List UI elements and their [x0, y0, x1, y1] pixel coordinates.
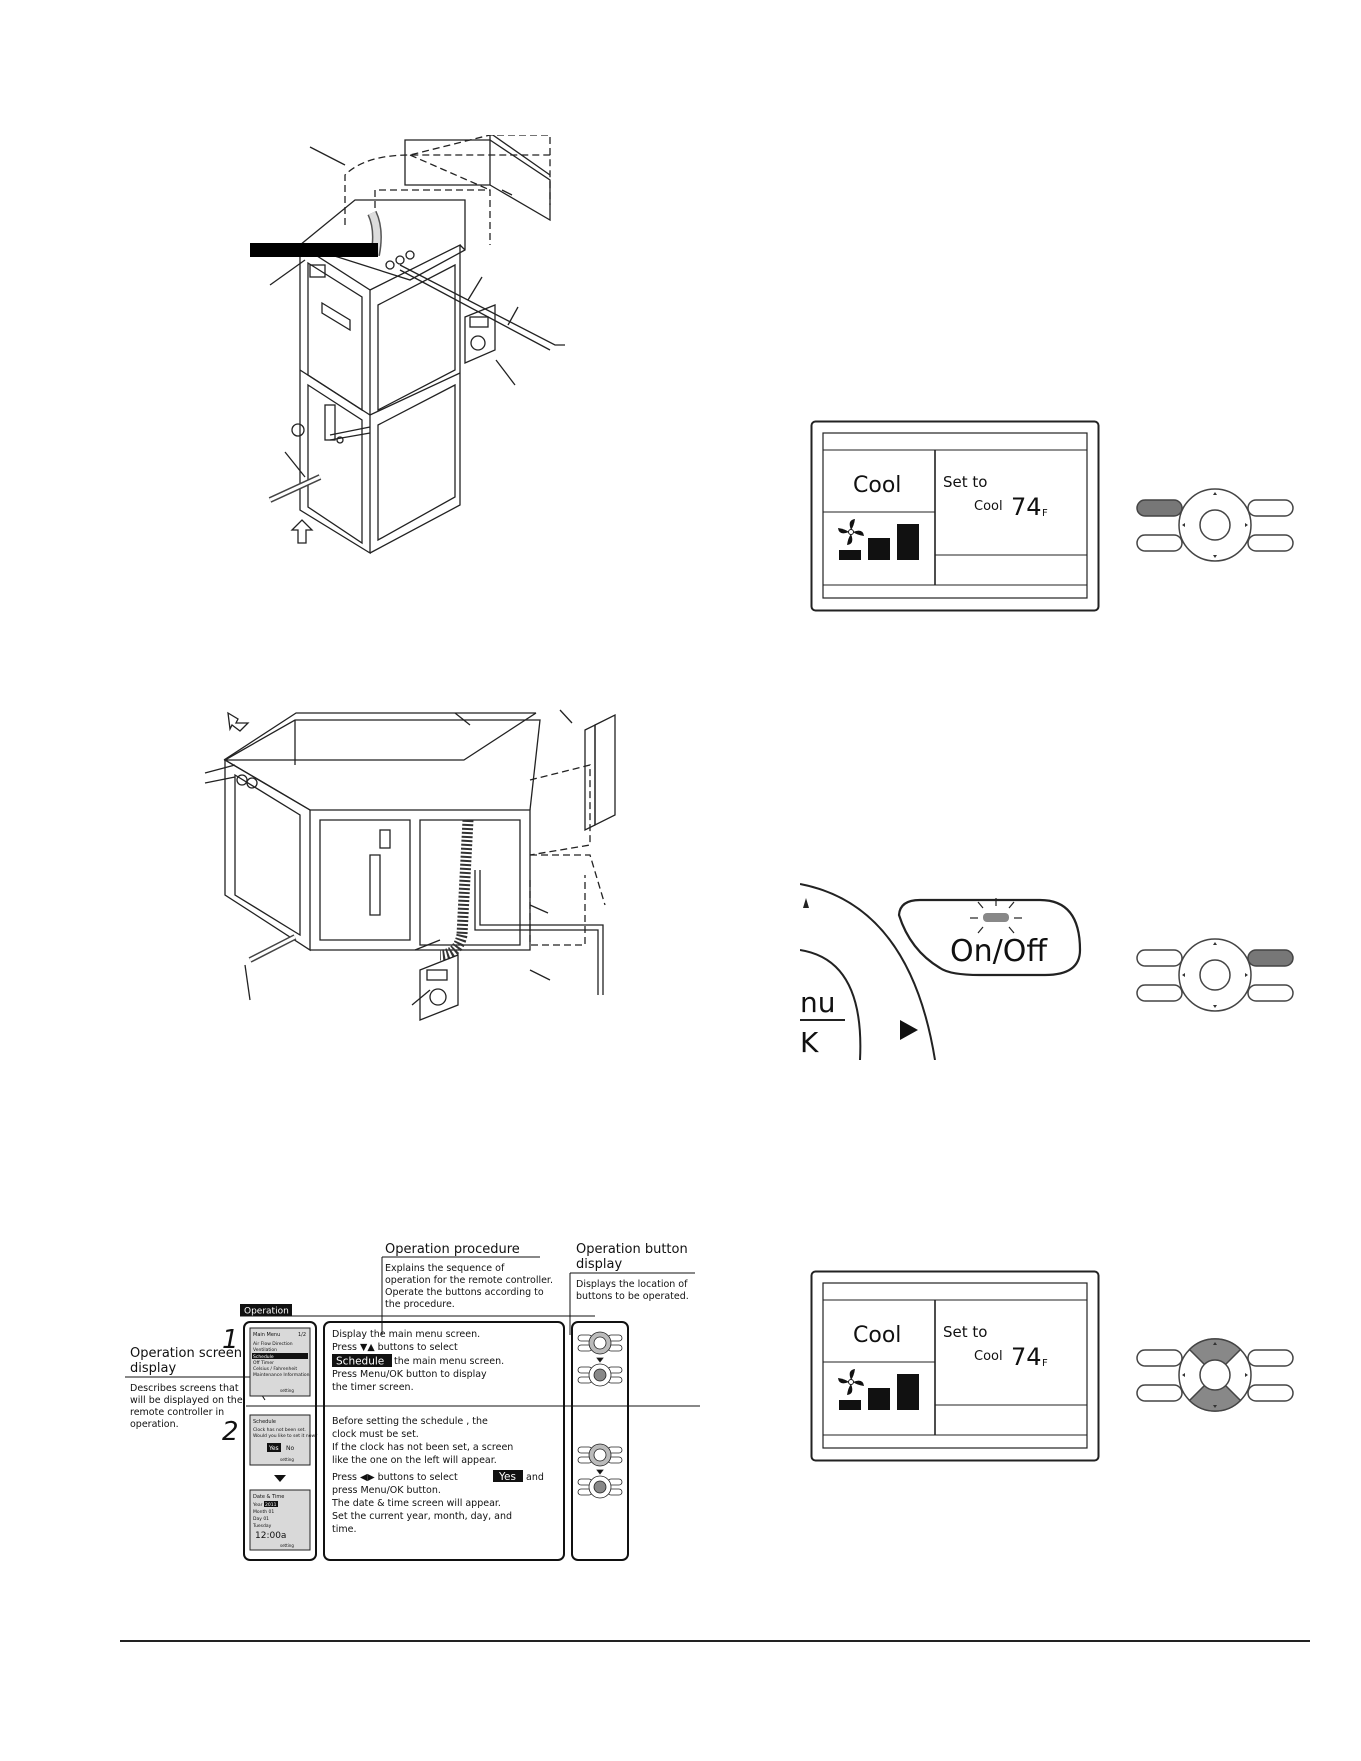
menu-label-partial: nu [800, 986, 836, 1019]
svg-text:setting: setting [280, 1388, 294, 1393]
fan-icon [838, 519, 864, 545]
proc-desc-3: the procedure. [385, 1299, 455, 1310]
lcd-top-mode: Cool [853, 473, 901, 498]
svg-text:No: No [286, 1445, 294, 1452]
svg-text:If the clock has not been set,: If the clock has not been set, a screen [332, 1442, 513, 1453]
lcd-bottom-unit: F [1042, 1358, 1048, 1369]
step1-number: 1 [222, 1325, 239, 1355]
svg-text:Day 01: Day 01 [253, 1516, 269, 1522]
lcd-bottom-mode: Cool [853, 1323, 901, 1348]
svg-text:press Menu/OK button.: press Menu/OK button. [332, 1485, 441, 1496]
svg-text:setting: setting [280, 1543, 294, 1548]
onoff-closeup-illustration: On/Off nu K [800, 883, 1082, 1060]
footer-rule [120, 1640, 1310, 1642]
svg-text:Air Flow Direction: Air Flow Direction [253, 1341, 293, 1347]
svg-text:Press ◀▶ buttons to select: Press ◀▶ buttons to select [332, 1472, 458, 1483]
keypad-diagram-bottom [1136, 1338, 1294, 1412]
svg-text:Yes: Yes [268, 1445, 279, 1452]
operation-guide-figure: Operation procedure Explains the sequenc… [125, 1242, 700, 1561]
air-handler-vertical-illustration [250, 135, 565, 555]
svg-text:Would you like to set it now?: Would you like to set it now? [253, 1433, 318, 1439]
svg-text:Ventilation: Ventilation [253, 1347, 277, 1353]
screen-desc-1: will be displayed on the [130, 1395, 243, 1406]
keypad-diagram-middle [1136, 938, 1294, 1012]
svg-text:clock must be set.: clock must be set. [332, 1429, 419, 1440]
screen-desc-2: remote controller in [130, 1407, 224, 1418]
lcd-top-temp: 74 [1011, 493, 1042, 521]
svg-text:Schedule: Schedule [253, 1354, 274, 1360]
svg-text:K: K [800, 1026, 819, 1059]
yes-highlight: Yes [498, 1471, 516, 1483]
screen-desc-0: Describes screens that [130, 1383, 239, 1394]
svg-text:Date & Time: Date & Time [253, 1494, 284, 1500]
svg-text:Set the current year, month, d: Set the current year, month, day, and [332, 1511, 512, 1522]
svg-text:the timer screen.: the timer screen. [332, 1382, 414, 1393]
operation-tab: Operation [244, 1307, 289, 1317]
svg-text:Press ▼▲ buttons to select: Press ▼▲ buttons to select [332, 1342, 458, 1353]
lcd-display-top: Cool Set to Cool 74 F [810, 420, 1100, 612]
lcd-bottom-set-mode: Cool [974, 1349, 1003, 1364]
svg-text:Press Menu/OK button to displa: Press Menu/OK button to display [332, 1369, 487, 1380]
svg-text:12:00a: 12:00a [255, 1531, 286, 1541]
btn-title-0: Operation button [576, 1242, 688, 1257]
schedule-highlight: Schedule [336, 1356, 384, 1368]
svg-text:Off Timer: Off Timer [253, 1360, 274, 1366]
svg-text:The date & time screen will ap: The date & time screen will appear. [331, 1498, 501, 1509]
svg-text:time.: time. [332, 1524, 356, 1535]
step2-number: 2 [222, 1417, 239, 1447]
svg-text:Display the main menu screen.: Display the main menu screen. [332, 1329, 480, 1340]
screen-title-0: Operation screen [130, 1346, 242, 1361]
svg-text:Tuesday: Tuesday [252, 1523, 272, 1529]
svg-text:Maintenance Information: Maintenance Information [253, 1372, 310, 1378]
btn-desc-1: buttons to be operated. [576, 1291, 689, 1302]
svg-text:setting: setting [280, 1457, 294, 1462]
svg-text:Celsius / Fahrenheit: Celsius / Fahrenheit [253, 1366, 297, 1372]
lcd-display-bottom: Cool Set to Cool 74 F [810, 1270, 1100, 1462]
svg-text:Schedule: Schedule [253, 1419, 276, 1425]
screen-title-1: display [130, 1361, 176, 1376]
fan-icon [838, 1369, 864, 1395]
screen1-title: Main Menu [253, 1332, 280, 1338]
btn-desc-0: Displays the location of [576, 1279, 688, 1290]
lcd-bottom-set-to: Set to [943, 1323, 987, 1341]
proc-desc-0: Explains the sequence of [385, 1263, 505, 1274]
svg-text:Before setting the schedule ,: Before setting the schedule , the [332, 1416, 488, 1427]
svg-text:the main menu screen.: the main menu screen. [394, 1356, 504, 1367]
svg-text:2011: 2011 [265, 1502, 277, 1508]
svg-text:Month 01: Month 01 [253, 1509, 274, 1515]
air-handler-horizontal-illustration [204, 709, 616, 1021]
screen1-page: 1/2 [298, 1332, 306, 1338]
lcd-top-unit: F [1042, 508, 1048, 519]
svg-text:like the one on the left will: like the one on the left will appear. [332, 1455, 497, 1466]
proc-title: Operation procedure [385, 1242, 520, 1257]
lcd-top-set-mode: Cool [974, 499, 1003, 514]
fan-speed-bars [839, 524, 919, 560]
lcd-bottom-temp: 74 [1011, 1343, 1042, 1371]
btn-title-1: display [576, 1257, 622, 1272]
onoff-label: On/Off [950, 934, 1048, 969]
screen-desc-3: operation. [130, 1419, 179, 1430]
proc-desc-2: Operate the buttons according to [385, 1287, 544, 1298]
proc-desc-1: operation for the remote controller. [385, 1275, 553, 1286]
fan-speed-bars [839, 1374, 919, 1410]
redaction-bar [250, 243, 378, 257]
keypad-diagram-top [1136, 488, 1294, 562]
svg-text:Clock has not been set.: Clock has not been set. [253, 1427, 306, 1433]
lcd-top-set-to: Set to [943, 473, 987, 491]
svg-text:Year: Year [252, 1502, 263, 1508]
svg-text:and: and [526, 1472, 544, 1483]
